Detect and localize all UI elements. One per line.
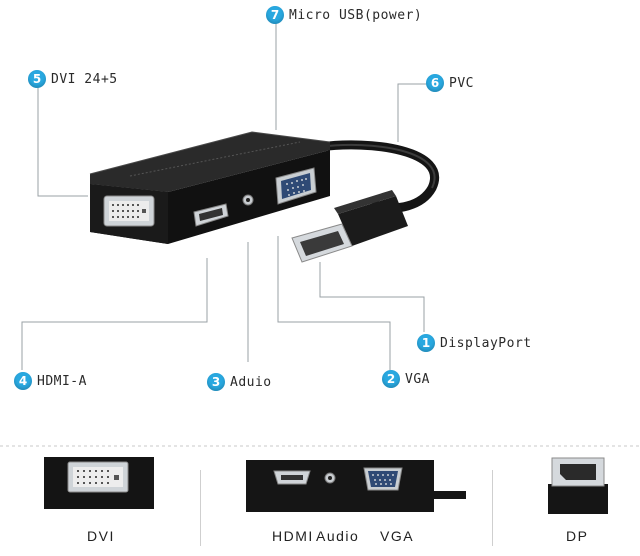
callout-audio-label: Aduio [230, 374, 272, 390]
callout-displayport: 1 DisplayPort [417, 334, 532, 352]
callout-displayport-label: DisplayPort [440, 335, 532, 351]
leader-hdmi [21, 258, 208, 370]
leader-dvi [37, 88, 88, 197]
badge-5: 5 [28, 70, 46, 88]
callout-micro-usb-label: Micro USB(power) [289, 7, 423, 23]
bottom-hdmi-audio-vga-connector [246, 460, 466, 512]
leader-pvc [397, 83, 426, 142]
callout-dvi-label: DVI 24+5 [51, 71, 118, 87]
dvi-port [103, 195, 155, 227]
callout-audio: 3 Aduio [207, 373, 272, 391]
badge-3: 3 [207, 373, 225, 391]
bottom-label-dp: DP [566, 528, 589, 544]
badge-6: 6 [426, 74, 444, 92]
divider-1 [200, 470, 201, 546]
callout-vga-label: VGA [405, 371, 430, 387]
callout-dvi: 5 DVI 24+5 [28, 70, 118, 88]
callout-pvc-label: PVC [449, 75, 474, 91]
divider-2 [492, 470, 493, 546]
badge-4: 4 [14, 372, 32, 390]
bottom-label-hdmi: HDMI [272, 528, 314, 544]
callout-hdmi: 4 HDMI-A [14, 372, 87, 390]
callout-vga: 2 VGA [382, 370, 430, 388]
hdmi-port [193, 203, 229, 227]
bottom-label-audio: Audio [316, 528, 360, 544]
badge-2: 2 [382, 370, 400, 388]
leader-displayport [319, 262, 425, 332]
callout-hdmi-label: HDMI-A [37, 373, 87, 389]
leader-lines [21, 24, 426, 370]
vga-port [275, 167, 317, 205]
callout-micro-usb: 7 Micro USB(power) [266, 6, 422, 24]
adapter-body [89, 131, 331, 244]
bottom-label-vga: VGA [380, 528, 415, 544]
callout-pvc: 6 PVC [426, 74, 474, 92]
bottom-label-dvi: DVI [87, 528, 115, 544]
displayport-plug [291, 190, 408, 263]
bottom-dvi-connector [44, 457, 154, 509]
bottom-dp-plug [548, 457, 608, 514]
badge-1: 1 [417, 334, 435, 352]
badge-7: 7 [266, 6, 284, 24]
leader-vga [277, 236, 391, 370]
